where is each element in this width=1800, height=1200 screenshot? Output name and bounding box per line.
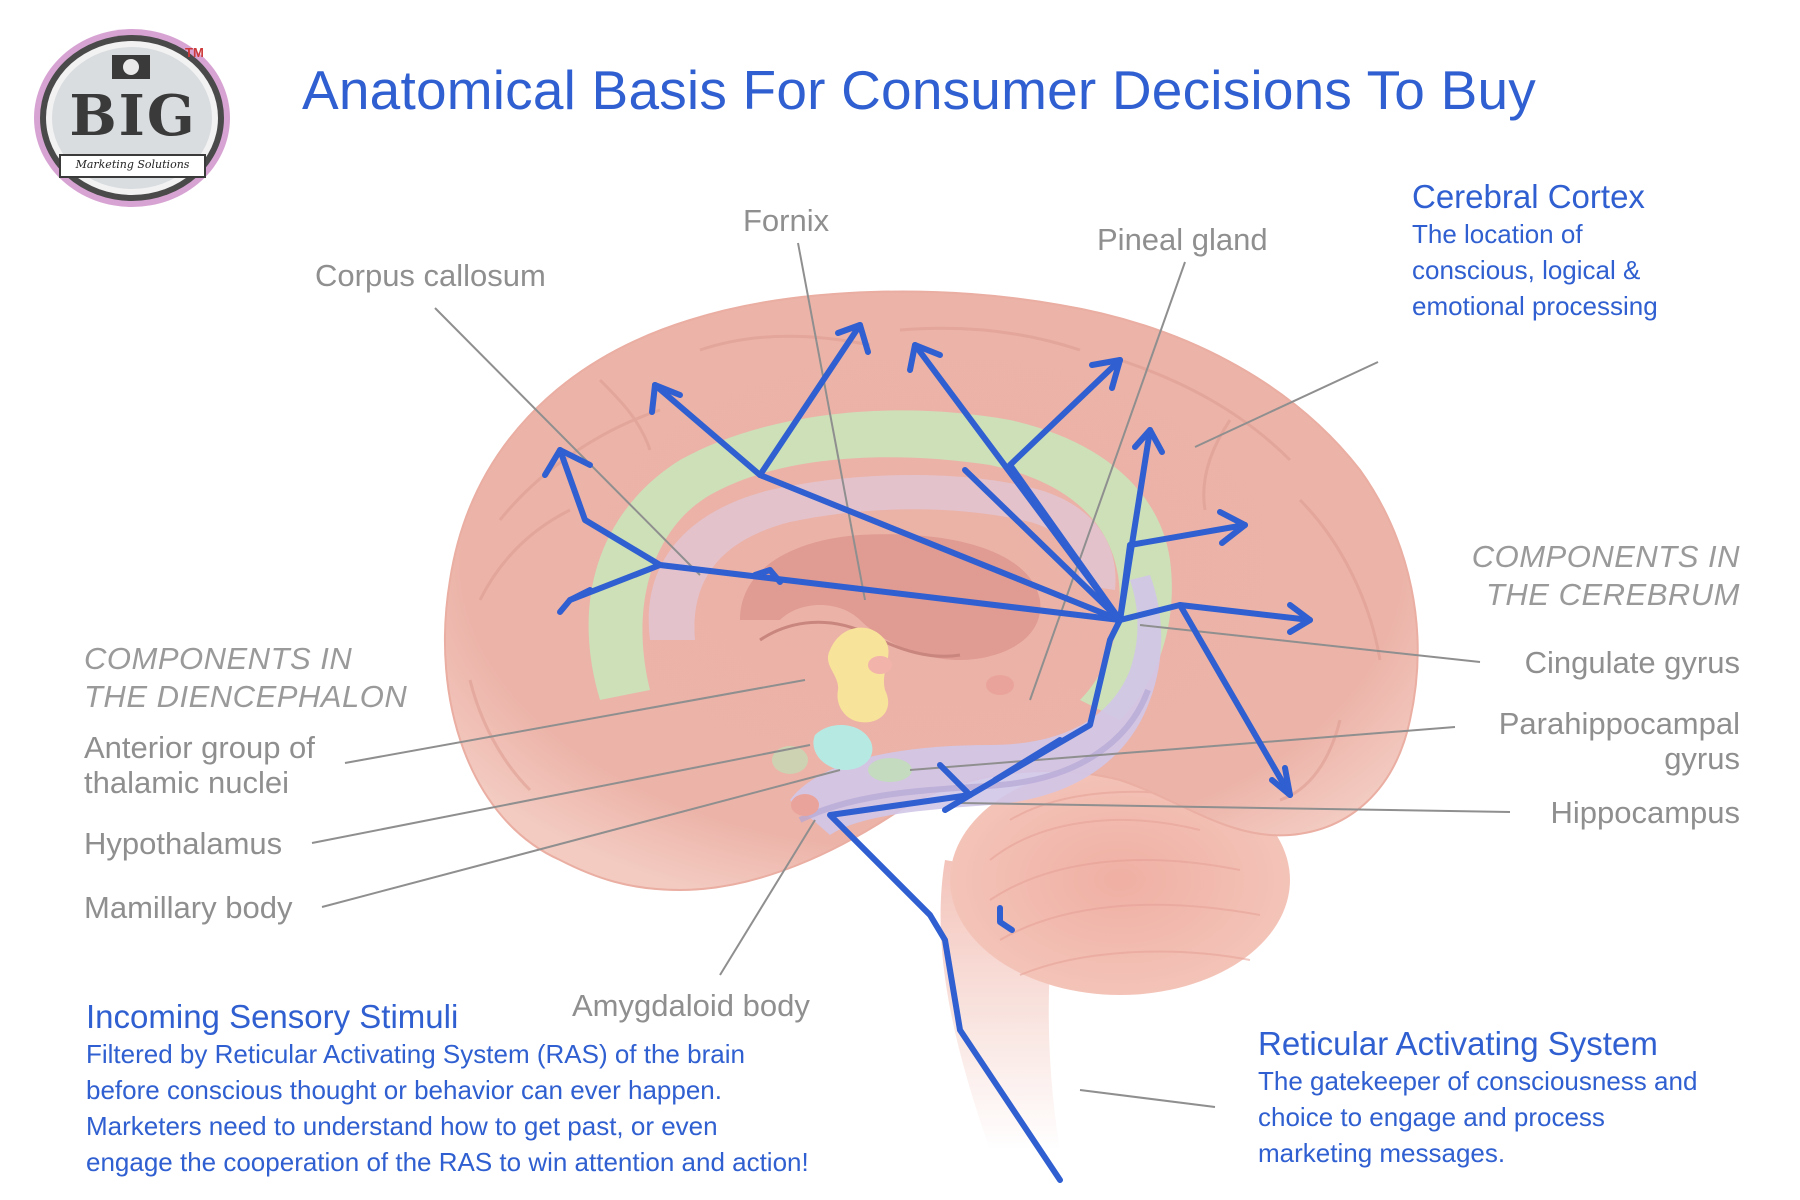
cerebrum-heading-line1: COMPONENTS IN	[1471, 539, 1740, 574]
cingulate-gyrus-band	[588, 410, 1172, 720]
callout-sensory-stimuli: Incoming Sensory Stimuli Filtered by Ret…	[86, 998, 809, 1180]
hypothalamus-shape	[813, 724, 873, 770]
cerebrum-heading: COMPONENTS IN THE CEREBRUM	[1472, 538, 1740, 614]
logo-badge-icon	[34, 29, 230, 207]
fornix-shape	[740, 534, 1041, 660]
callout-ras-line2: choice to engage and process	[1258, 1102, 1605, 1132]
thalamus-shape	[827, 627, 889, 723]
label-parahippocampal-line2: gyrus	[1664, 741, 1740, 776]
label-corpus-callosum: Corpus callosum	[315, 258, 546, 293]
callout-ras-line3: marketing messages.	[1258, 1138, 1506, 1168]
logo-subtitle: Marketing Solutions	[75, 158, 190, 171]
callout-cerebral-cortex-line1: The location of	[1412, 219, 1583, 249]
diencephalon-heading-line1: COMPONENTS IN	[84, 641, 353, 676]
arrowheads	[542, 322, 1313, 933]
label-parahippocampal-line1: Parahippocampal	[1498, 706, 1740, 741]
label-hippocampus: Hippocampus	[1550, 795, 1740, 830]
callout-cerebral-cortex-line3: emotional processing	[1412, 291, 1658, 321]
label-mamillary-body: Mamillary body	[84, 890, 293, 925]
brand-logo: BIG TM Marketing Solutions	[30, 25, 235, 210]
label-anterior-thalamic-line2: thalamic nuclei	[84, 765, 290, 800]
cerebrum-heading-line2: THE CEREBRUM	[1485, 577, 1740, 612]
label-hypothalamus: Hypothalamus	[84, 826, 283, 861]
callout-cerebral-cortex-heading: Cerebral Cortex	[1412, 178, 1645, 215]
diencephalon-heading-line2: THE DIENCEPHALON	[84, 679, 408, 714]
callout-sensory-heading: Incoming Sensory Stimuli	[86, 998, 459, 1035]
label-fornix: Fornix	[743, 203, 830, 238]
label-anterior-thalamic-line1: Anterior group of	[84, 730, 315, 765]
callout-cerebral-cortex-line2: conscious, logical &	[1412, 255, 1641, 285]
callout-ras-heading: Reticular Activating System	[1258, 1025, 1658, 1062]
cerebellum	[950, 765, 1290, 995]
callout-sensory-line2: before conscious thought or behavior can…	[86, 1075, 722, 1105]
logo-trademark: TM	[185, 45, 204, 60]
callout-ras: Reticular Activating System The gatekeep…	[1258, 1025, 1697, 1171]
callout-sensory-line1: Filtered by Reticular Activating System …	[86, 1039, 745, 1069]
signal-arrows	[557, 322, 1313, 1183]
callout-sensory-line4: engage the cooperation of the RAS to win…	[86, 1147, 809, 1177]
label-cingulate-gyrus: Cingulate gyrus	[1524, 645, 1740, 680]
label-parahippocampal-gyrus: Parahippocampal gyrus	[1499, 706, 1740, 776]
logo-main-text: BIG	[69, 83, 197, 149]
leader-lines	[311, 242, 1511, 1108]
label-pineal-gland: Pineal gland	[1097, 222, 1268, 257]
page-title: Anatomical Basis For Consumer Decisions …	[302, 59, 1536, 121]
label-anterior-thalamic: Anterior group of thalamic nuclei	[84, 730, 315, 800]
diencephalon-heading: COMPONENTS IN THE DIENCEPHALON	[84, 640, 407, 716]
callout-cerebral-cortex: Cerebral Cortex The location of consciou…	[1412, 178, 1658, 324]
corpus-callosum-shape	[648, 475, 1116, 640]
label-amygdaloid-body: Amygdaloid body	[572, 988, 810, 1023]
callout-ras-line1: The gatekeeper of consciousness and	[1258, 1066, 1698, 1096]
callout-sensory-line3: Marketers need to understand how to get …	[86, 1111, 718, 1141]
